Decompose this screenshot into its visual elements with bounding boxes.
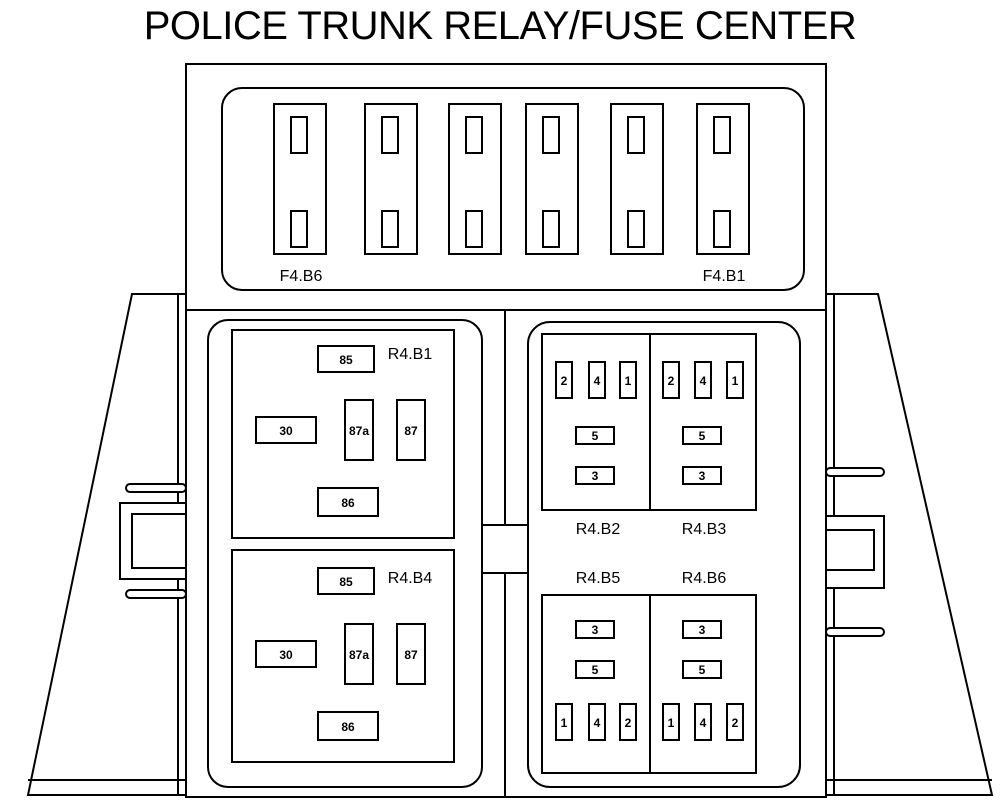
terminal-1 — [662, 703, 680, 741]
terminal-4 — [694, 361, 712, 399]
relay-r4b5: R4.B5 3 5 1 4 2 — [555, 570, 637, 741]
terminal-label: 87 — [404, 424, 418, 438]
fuse-slot — [696, 103, 750, 255]
terminal-label: 2 — [668, 374, 675, 388]
terminal-label: 1 — [668, 716, 675, 730]
fuse-blade-slot — [627, 210, 645, 248]
terminal-label: 87a — [349, 424, 369, 438]
fuse-slot — [364, 103, 418, 255]
terminal-label: 85 — [339, 353, 353, 367]
terminal-label: 30 — [279, 648, 293, 662]
terminal-2 — [555, 361, 573, 399]
relay-r4b2: 2 4 1 5 3 R4.B2 — [555, 361, 637, 538]
fuse-slot — [448, 103, 502, 255]
terminal-label: 3 — [699, 623, 706, 637]
terminal-30 — [255, 416, 317, 444]
terminal-label: 87a — [349, 648, 369, 662]
fuse-bay — [221, 87, 805, 291]
terminal-label: 5 — [592, 429, 599, 443]
fuse-label-f4b1: F4.B1 — [703, 268, 746, 285]
terminal-label: 4 — [700, 716, 707, 730]
terminal-1 — [726, 361, 744, 399]
terminal-label: 1 — [732, 374, 739, 388]
fuse-blade-slot — [290, 116, 308, 154]
terminal-label: 85 — [339, 575, 353, 589]
bay-bridge — [481, 524, 529, 574]
diagram-title: POLICE TRUNK RELAY/FUSE CENTER — [143, 4, 857, 48]
relay-r4b3: 2 4 1 5 3 R4.B3 — [662, 361, 744, 538]
fuse-blade-slot — [381, 116, 399, 154]
terminal-87a — [344, 399, 374, 461]
terminal-5 — [682, 426, 722, 445]
terminal-1 — [555, 703, 573, 741]
terminal-4 — [588, 361, 606, 399]
terminal-87 — [396, 623, 426, 685]
terminal-label: 1 — [625, 374, 632, 388]
fuse-blade-slot — [713, 116, 731, 154]
terminal-87a — [344, 623, 374, 685]
relay-label: R4.B3 — [682, 521, 727, 538]
terminal-3 — [575, 466, 615, 485]
terminal-3 — [682, 620, 722, 639]
fuse-blade-slot — [290, 210, 308, 248]
fuse-blade-slot — [465, 116, 483, 154]
terminal-label: 3 — [592, 469, 599, 483]
terminal-label: 2 — [625, 716, 632, 730]
relay-r4b1: R4.B1 85 30 87a 87 86 — [255, 345, 433, 517]
terminal-label: 87 — [404, 648, 418, 662]
terminal-86 — [317, 487, 379, 517]
terminal-2 — [619, 703, 637, 741]
terminal-label: 1 — [561, 716, 568, 730]
left-mounting-bracket — [26, 293, 187, 796]
terminal-label: 3 — [699, 469, 706, 483]
fuse-blade-slot — [465, 210, 483, 248]
terminal-85 — [317, 567, 375, 595]
fuse-blade-slot — [542, 116, 560, 154]
relay-label: R4.B1 — [388, 346, 433, 363]
terminal-label: 5 — [592, 663, 599, 677]
terminal-label: 86 — [341, 496, 355, 510]
terminal-87 — [396, 399, 426, 461]
fuse-slot — [610, 103, 664, 255]
relay-r4b4: R4.B4 85 30 87a 87 86 — [255, 567, 433, 741]
fuse-blade-slot — [542, 210, 560, 248]
terminal-label: 5 — [699, 429, 706, 443]
terminal-5 — [682, 660, 722, 679]
terminal-5 — [575, 660, 615, 679]
terminal-1 — [619, 361, 637, 399]
terminal-30 — [255, 640, 317, 668]
terminal-2 — [662, 361, 680, 399]
terminal-2 — [726, 703, 744, 741]
terminal-4 — [694, 703, 712, 741]
terminal-4 — [588, 703, 606, 741]
terminal-3 — [575, 620, 615, 639]
fuse-slot — [273, 103, 327, 255]
fuse-label-f4b6: F4.B6 — [280, 268, 323, 285]
fuse-blade-slot — [627, 116, 645, 154]
terminal-label: 4 — [594, 374, 601, 388]
relay-label: R4.B6 — [682, 570, 727, 587]
terminal-label: 30 — [279, 424, 293, 438]
terminal-label: 4 — [594, 716, 601, 730]
relay-r4b6: R4.B6 3 5 1 4 2 — [662, 570, 744, 741]
terminal-label: 86 — [341, 720, 355, 734]
fuse-slot — [525, 103, 579, 255]
relay-label: R4.B5 — [576, 570, 621, 587]
terminal-5 — [575, 426, 615, 445]
terminal-3 — [682, 466, 722, 485]
fuse-blade-slot — [381, 210, 399, 248]
terminal-label: 5 — [699, 663, 706, 677]
terminal-label: 2 — [561, 374, 568, 388]
terminal-label: 3 — [592, 623, 599, 637]
fuse-blade-slot — [713, 210, 731, 248]
terminal-label: 4 — [700, 374, 707, 388]
terminal-86 — [317, 711, 379, 741]
relay-label: R4.B2 — [576, 521, 621, 538]
terminal-85 — [317, 345, 375, 373]
relay-label: R4.B4 — [388, 570, 433, 587]
terminal-label: 2 — [732, 716, 739, 730]
